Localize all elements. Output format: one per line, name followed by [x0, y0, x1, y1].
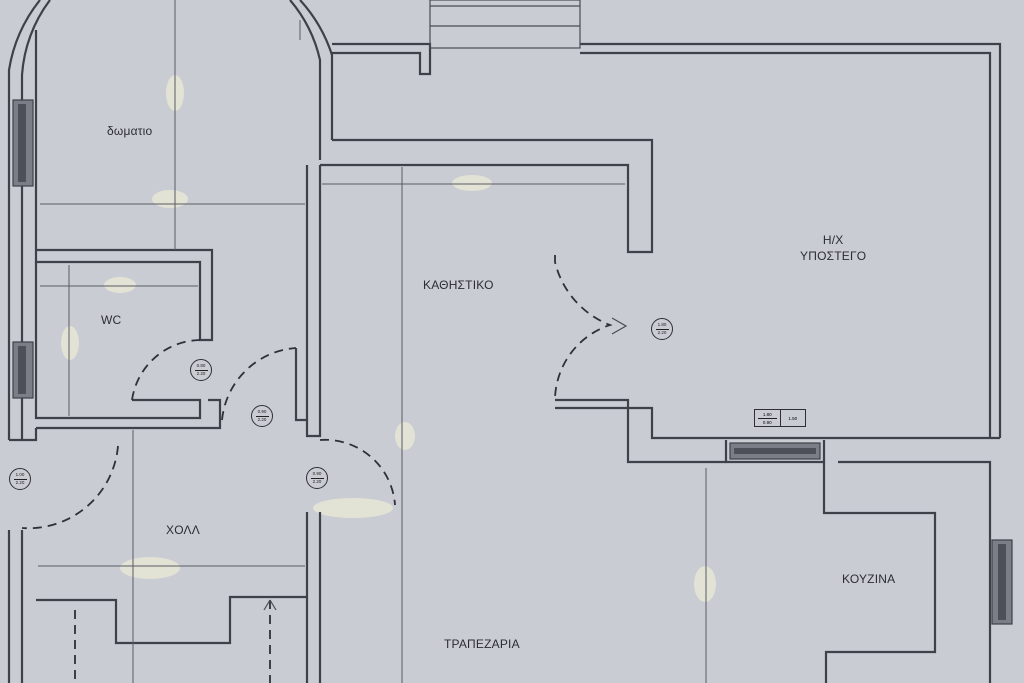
- room-label-kitchen: ΚΟΥΖΙΝΑ: [842, 572, 896, 586]
- stair-outline: [74, 599, 277, 683]
- room-label-living: ΚΑΘΗΣΤΙΚΟ: [423, 278, 494, 292]
- room-label-hall: ΧΟΛΛ: [166, 523, 200, 537]
- door-swings: [21, 255, 628, 530]
- windows: [12, 99, 1013, 625]
- correction-smudges: [61, 75, 716, 602]
- room-label-wc: WC: [101, 313, 122, 327]
- room-label-bedroom: δωματιο: [107, 124, 153, 138]
- room-label-covered-area: Η/Χ ΥΠΟΣΤΕΓΟ: [800, 233, 867, 263]
- dimension-lines: [38, 0, 707, 683]
- room-label-dining: ΤΡΑΠΕΖΑΡΙΑ: [444, 637, 520, 651]
- walls: [7, 0, 1002, 683]
